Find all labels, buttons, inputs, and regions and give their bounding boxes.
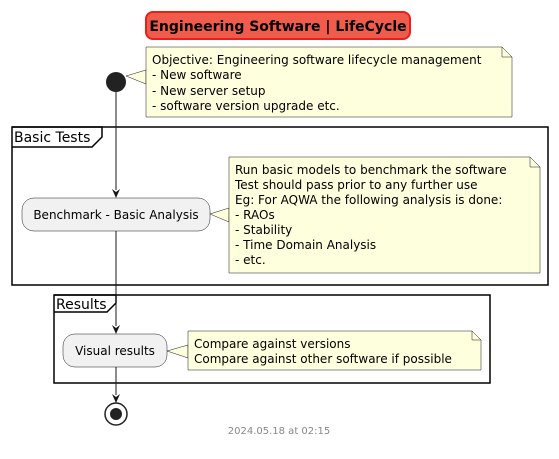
objective-note — [145, 46, 513, 118]
basic-tests-frame-label: Basic Tests — [14, 130, 90, 146]
footer-timestamp: 2024.05.18 at 02:15 — [228, 426, 330, 437]
results-frame-label: Results — [56, 297, 107, 313]
start-node — [106, 72, 126, 92]
results-note-connector — [166, 344, 189, 359]
basic-tests-frame-tab — [12, 126, 103, 148]
title-box — [145, 11, 411, 40]
end-node-inner — [110, 408, 122, 420]
benchmark-activity-label: Benchmark - Basic Analysis — [33, 208, 198, 222]
svg-text:Run basic models to benchmark: Run basic models to benchmark the softwa… — [234, 163, 511, 267]
objective-note-fold — [501, 47, 512, 58]
benchmark-note — [228, 156, 541, 274]
objective-note-connector — [125, 69, 147, 85]
benchmark-note-fold — [529, 157, 540, 168]
results-note-line: Compare against other software if possib… — [194, 352, 452, 366]
svg-text:Compare against versions C: Compare against versions Compare against… — [194, 337, 452, 366]
flow-arrowhead — [112, 394, 120, 403]
visual-results-activity-label: Visual results — [75, 344, 155, 358]
visual-results-activity — [62, 333, 168, 368]
objective-note-line: - software version upgrade etc. — [152, 99, 340, 113]
objective-note-line: - New software — [152, 68, 242, 82]
flow-arrowhead — [112, 189, 120, 198]
results-note-fold — [471, 331, 481, 341]
benchmark-note-line: - Time Domain Analysis — [235, 238, 376, 252]
benchmark-note-line: - etc. — [235, 253, 266, 267]
benchmark-note-line: Eg: For AQWA the following analysis is d… — [235, 193, 502, 207]
basic-tests-frame — [11, 126, 549, 286]
flow-arrowhead — [112, 325, 120, 334]
results-note — [187, 330, 482, 371]
svg-text:Objective: Engineering softwar: Objective: Engineering software lifecycl… — [152, 53, 485, 113]
benchmark-note-line: Test should pass prior to any further us… — [234, 178, 477, 192]
diagram-title: Engineering Software | LifeCycle — [149, 19, 406, 35]
objective-note-line: Objective: Engineering software lifecycl… — [152, 53, 482, 67]
objective-note-line: - New server setup — [152, 84, 266, 98]
benchmark-note-line: - Stability — [235, 223, 292, 237]
benchmark-note-line: Run basic models to benchmark the softwa… — [235, 163, 507, 177]
results-frame — [53, 294, 491, 384]
benchmark-note-line: - RAOs — [235, 208, 275, 222]
results-note-line: Compare against versions — [194, 337, 351, 351]
benchmark-note-connector — [209, 207, 230, 223]
